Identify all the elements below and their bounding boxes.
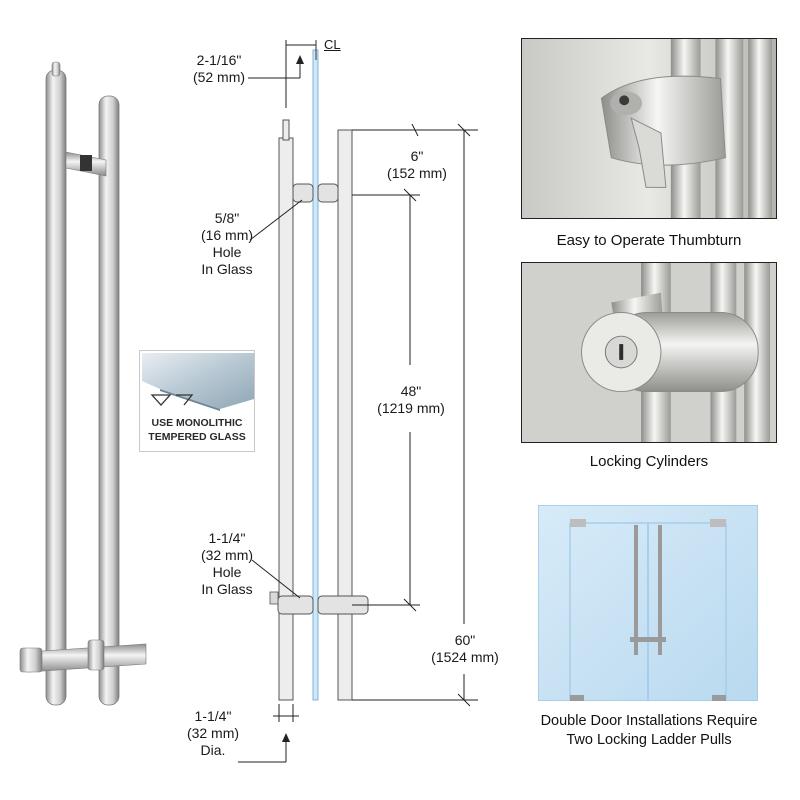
double-door-caption-line-1: Double Door Installations Require	[540, 713, 758, 729]
locking-cylinders-photo	[521, 262, 777, 443]
top-hole-label-hole: Hole	[212, 244, 242, 260]
thumbturn-caption: Easy to Operate Thumbturn	[556, 232, 742, 249]
center-to-center-metric: (1219 mm)	[377, 400, 445, 416]
double-door-illustration	[538, 505, 758, 701]
bottom-standoff-left	[277, 595, 314, 615]
ladder-pull-product-render	[19, 61, 147, 706]
thumbturn-photo	[521, 38, 777, 219]
overall-length-metric: (1524 mm)	[431, 649, 499, 665]
badge-line-2: TEMPERED GLASS	[148, 431, 246, 443]
drawing-right-tube	[337, 129, 353, 701]
tube-diameter-imperial: 1-1/4"	[194, 708, 232, 724]
projection-dimension-metric: (152 mm)	[387, 165, 447, 181]
tube-diameter-metric: (32 mm)	[186, 725, 240, 741]
locking-cylinders-caption: Locking Cylinders	[589, 453, 709, 470]
tube-diameter-label-dia: Dia.	[200, 742, 226, 758]
bottom-hole-dimension-metric: (32 mm)	[200, 547, 254, 563]
projection-dimension-imperial: 6"	[410, 148, 424, 164]
bottom-hole-dimension-imperial: 1-1/4"	[208, 530, 246, 546]
bottom-hole-label-hole: Hole	[212, 564, 242, 580]
top-hole-dimension-imperial: 5/8"	[214, 210, 240, 226]
monolithic-tempered-glass-badge: USE MONOLITHIC TEMPERED GLASS	[139, 350, 255, 452]
top-hole-label-in-glass: In Glass	[201, 261, 253, 277]
overall-length-imperial: 60"	[454, 632, 476, 648]
top-standoff-left	[292, 183, 314, 203]
bottom-hole-label-in-glass: In Glass	[201, 581, 253, 597]
center-to-center-imperial: 48"	[400, 383, 422, 399]
badge-line-1: USE MONOLITHIC	[151, 417, 243, 429]
top-hole-dimension-metric: (16 mm)	[200, 227, 254, 243]
offset-dimension-imperial: 2-1/16"	[196, 52, 242, 68]
drawing-left-tube	[278, 137, 294, 701]
centerline-symbol: CL	[324, 37, 341, 52]
top-standoff-right	[317, 183, 339, 203]
right-pull-tube	[98, 95, 120, 706]
glass-pane-icon	[142, 353, 254, 411]
glass-edge	[312, 49, 319, 701]
double-door-caption-line-2: Two Locking Ladder Pulls	[566, 732, 732, 748]
offset-dimension-metric: (52 mm)	[192, 69, 246, 85]
